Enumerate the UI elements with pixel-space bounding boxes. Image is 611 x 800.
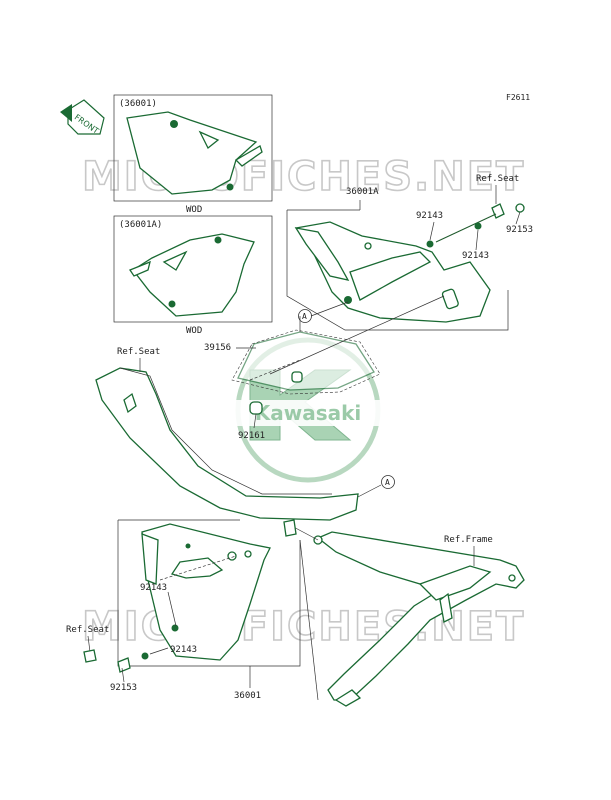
callout-92153-bottom: 92153 <box>110 683 137 693</box>
callout-92153-top: 92153 <box>506 225 533 235</box>
ref-frame: Ref.Frame <box>444 535 493 545</box>
seat <box>95 367 359 521</box>
callout-92143-c: 92143 <box>140 583 167 593</box>
inset1-part-no: (36001) <box>119 99 157 109</box>
inset-36001A: (36001A) WOD <box>113 215 273 336</box>
figure-code: F2611 <box>506 93 530 102</box>
svg-text:A: A <box>302 312 307 321</box>
side-cover-36001 <box>117 519 301 673</box>
callout-92161: 92161 <box>238 431 265 441</box>
ref-seat-top: Ref.Seat <box>476 174 519 184</box>
watermark-bottom: MICROFICHES.NET <box>82 604 525 650</box>
front-arrow-icon: FRONT <box>60 99 105 136</box>
callout-92143-d: 92143 <box>170 645 197 655</box>
frame <box>313 531 525 707</box>
ref-seat-left: Ref.Seat <box>117 347 160 357</box>
ref-seat-bottom: Ref.Seat <box>66 625 109 635</box>
pad-39156 <box>231 329 381 395</box>
inset2-note: WOD <box>186 326 202 336</box>
logo-text: Kawasaki <box>255 401 362 425</box>
marker-a-lower: A <box>381 475 395 489</box>
grommet-92161 <box>249 401 263 415</box>
svg-text:A: A <box>385 478 390 487</box>
callout-39156: 39156 <box>204 343 231 353</box>
callout-92143-b: 92143 <box>462 251 489 261</box>
callout-36001A: 36001A <box>346 187 379 197</box>
marker-a-upper: A <box>298 309 312 323</box>
side-cover-36001A <box>286 200 525 331</box>
inset1-note: WOD <box>186 205 202 215</box>
inset2-part-no: (36001A) <box>119 220 162 230</box>
inset-36001: (36001) WOD <box>113 94 273 215</box>
callout-92143-a: 92143 <box>416 211 443 221</box>
callout-36001: 36001 <box>234 691 261 701</box>
